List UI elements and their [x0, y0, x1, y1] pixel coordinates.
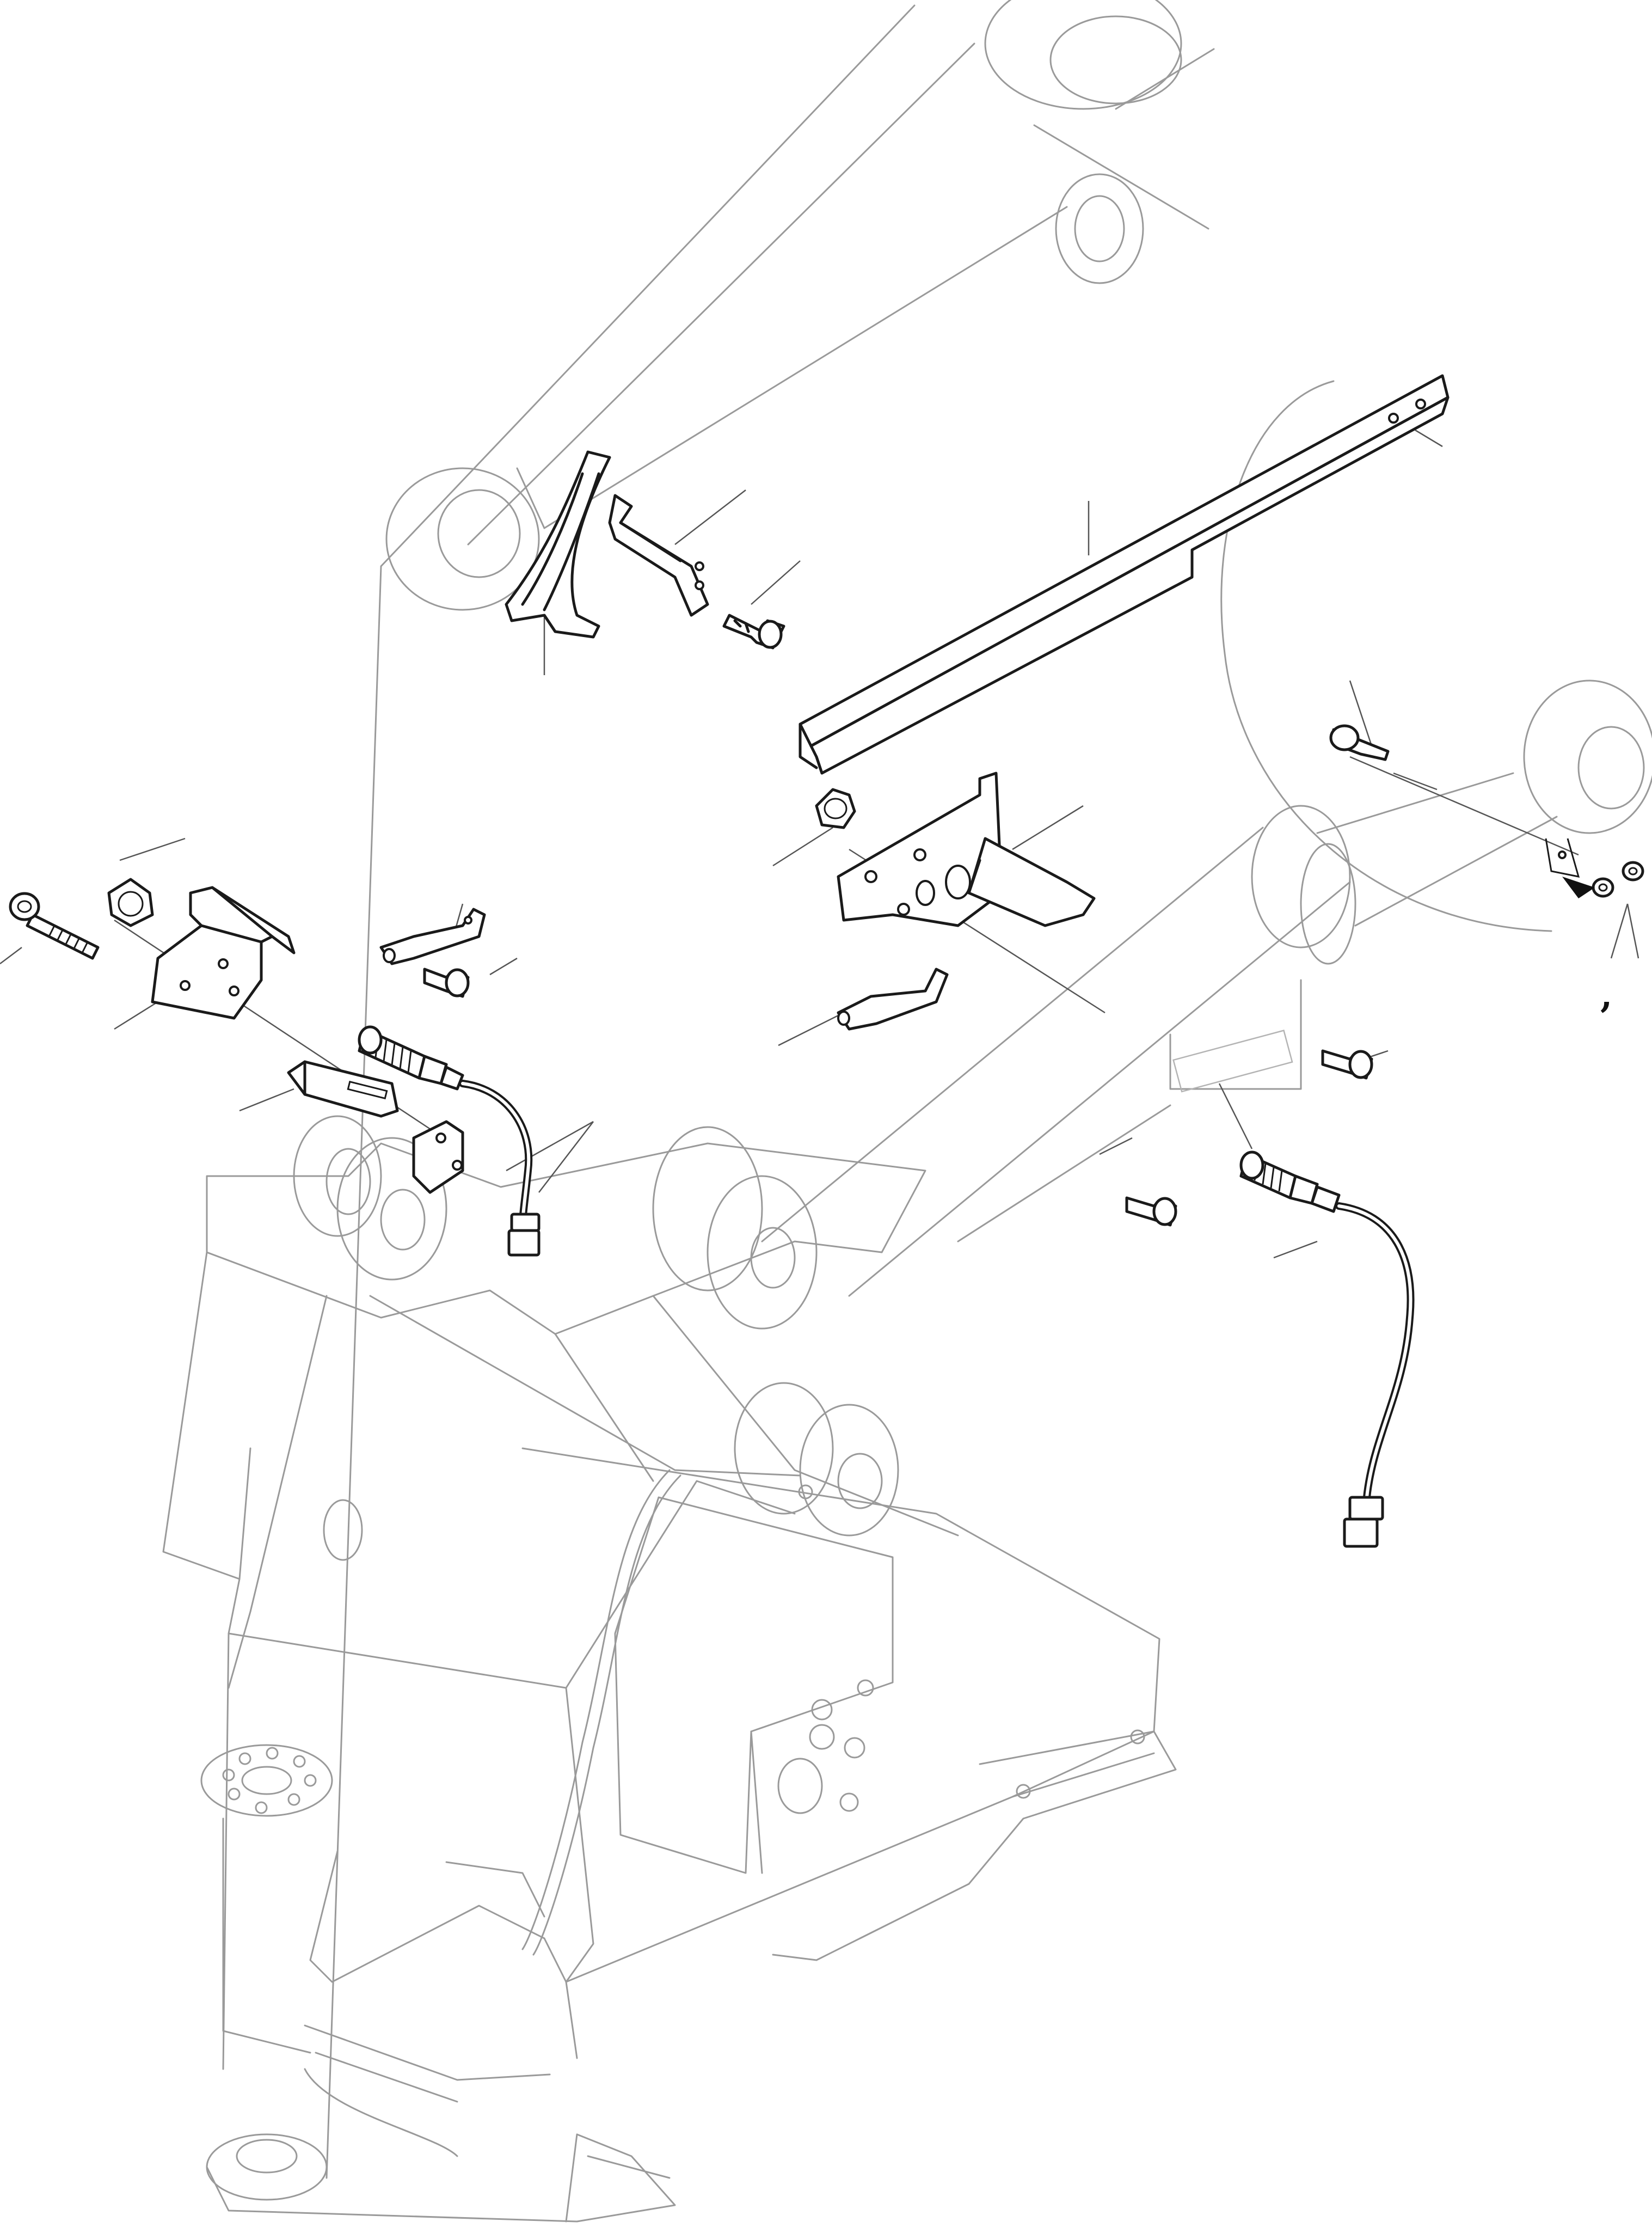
leader-lines	[0, 429, 1639, 1259]
long-bolt-left	[9, 892, 100, 960]
small-bracket-left	[379, 908, 486, 965]
hex-nut-left	[107, 878, 154, 927]
angle-bracket-left	[151, 886, 296, 1020]
comma-mark: ,	[1600, 975, 1612, 1016]
sensor-cable-left	[459, 1080, 541, 1257]
angle-bracket-upper	[608, 494, 709, 617]
proximity-sensor-right	[1239, 1150, 1341, 1213]
bolt-upper	[722, 614, 785, 650]
sensor-bracket-left	[412, 1120, 464, 1194]
curved-bracket	[505, 450, 611, 639]
bolt-right-lower	[1125, 1196, 1177, 1227]
washers-right	[1545, 838, 1644, 898]
bolt-right-upper	[1329, 724, 1390, 761]
mounting-plate-right	[837, 772, 1096, 927]
cylinder-ghost	[761, 380, 1652, 1297]
bolt-left-small	[423, 968, 470, 998]
bolt-right-middle	[1321, 1049, 1373, 1080]
frame-ghost	[162, 1115, 1177, 2223]
loader-arm-ghost	[326, 0, 1215, 2179]
sensor-cable-right	[1335, 1202, 1415, 1548]
tapered-pin-left	[287, 1060, 399, 1118]
small-tab-right	[837, 968, 949, 1031]
hex-nut-right	[815, 788, 856, 829]
pointer-arrow-icon	[1562, 877, 1595, 898]
long-rail	[799, 374, 1450, 775]
proximity-sensor-left	[358, 1025, 464, 1091]
